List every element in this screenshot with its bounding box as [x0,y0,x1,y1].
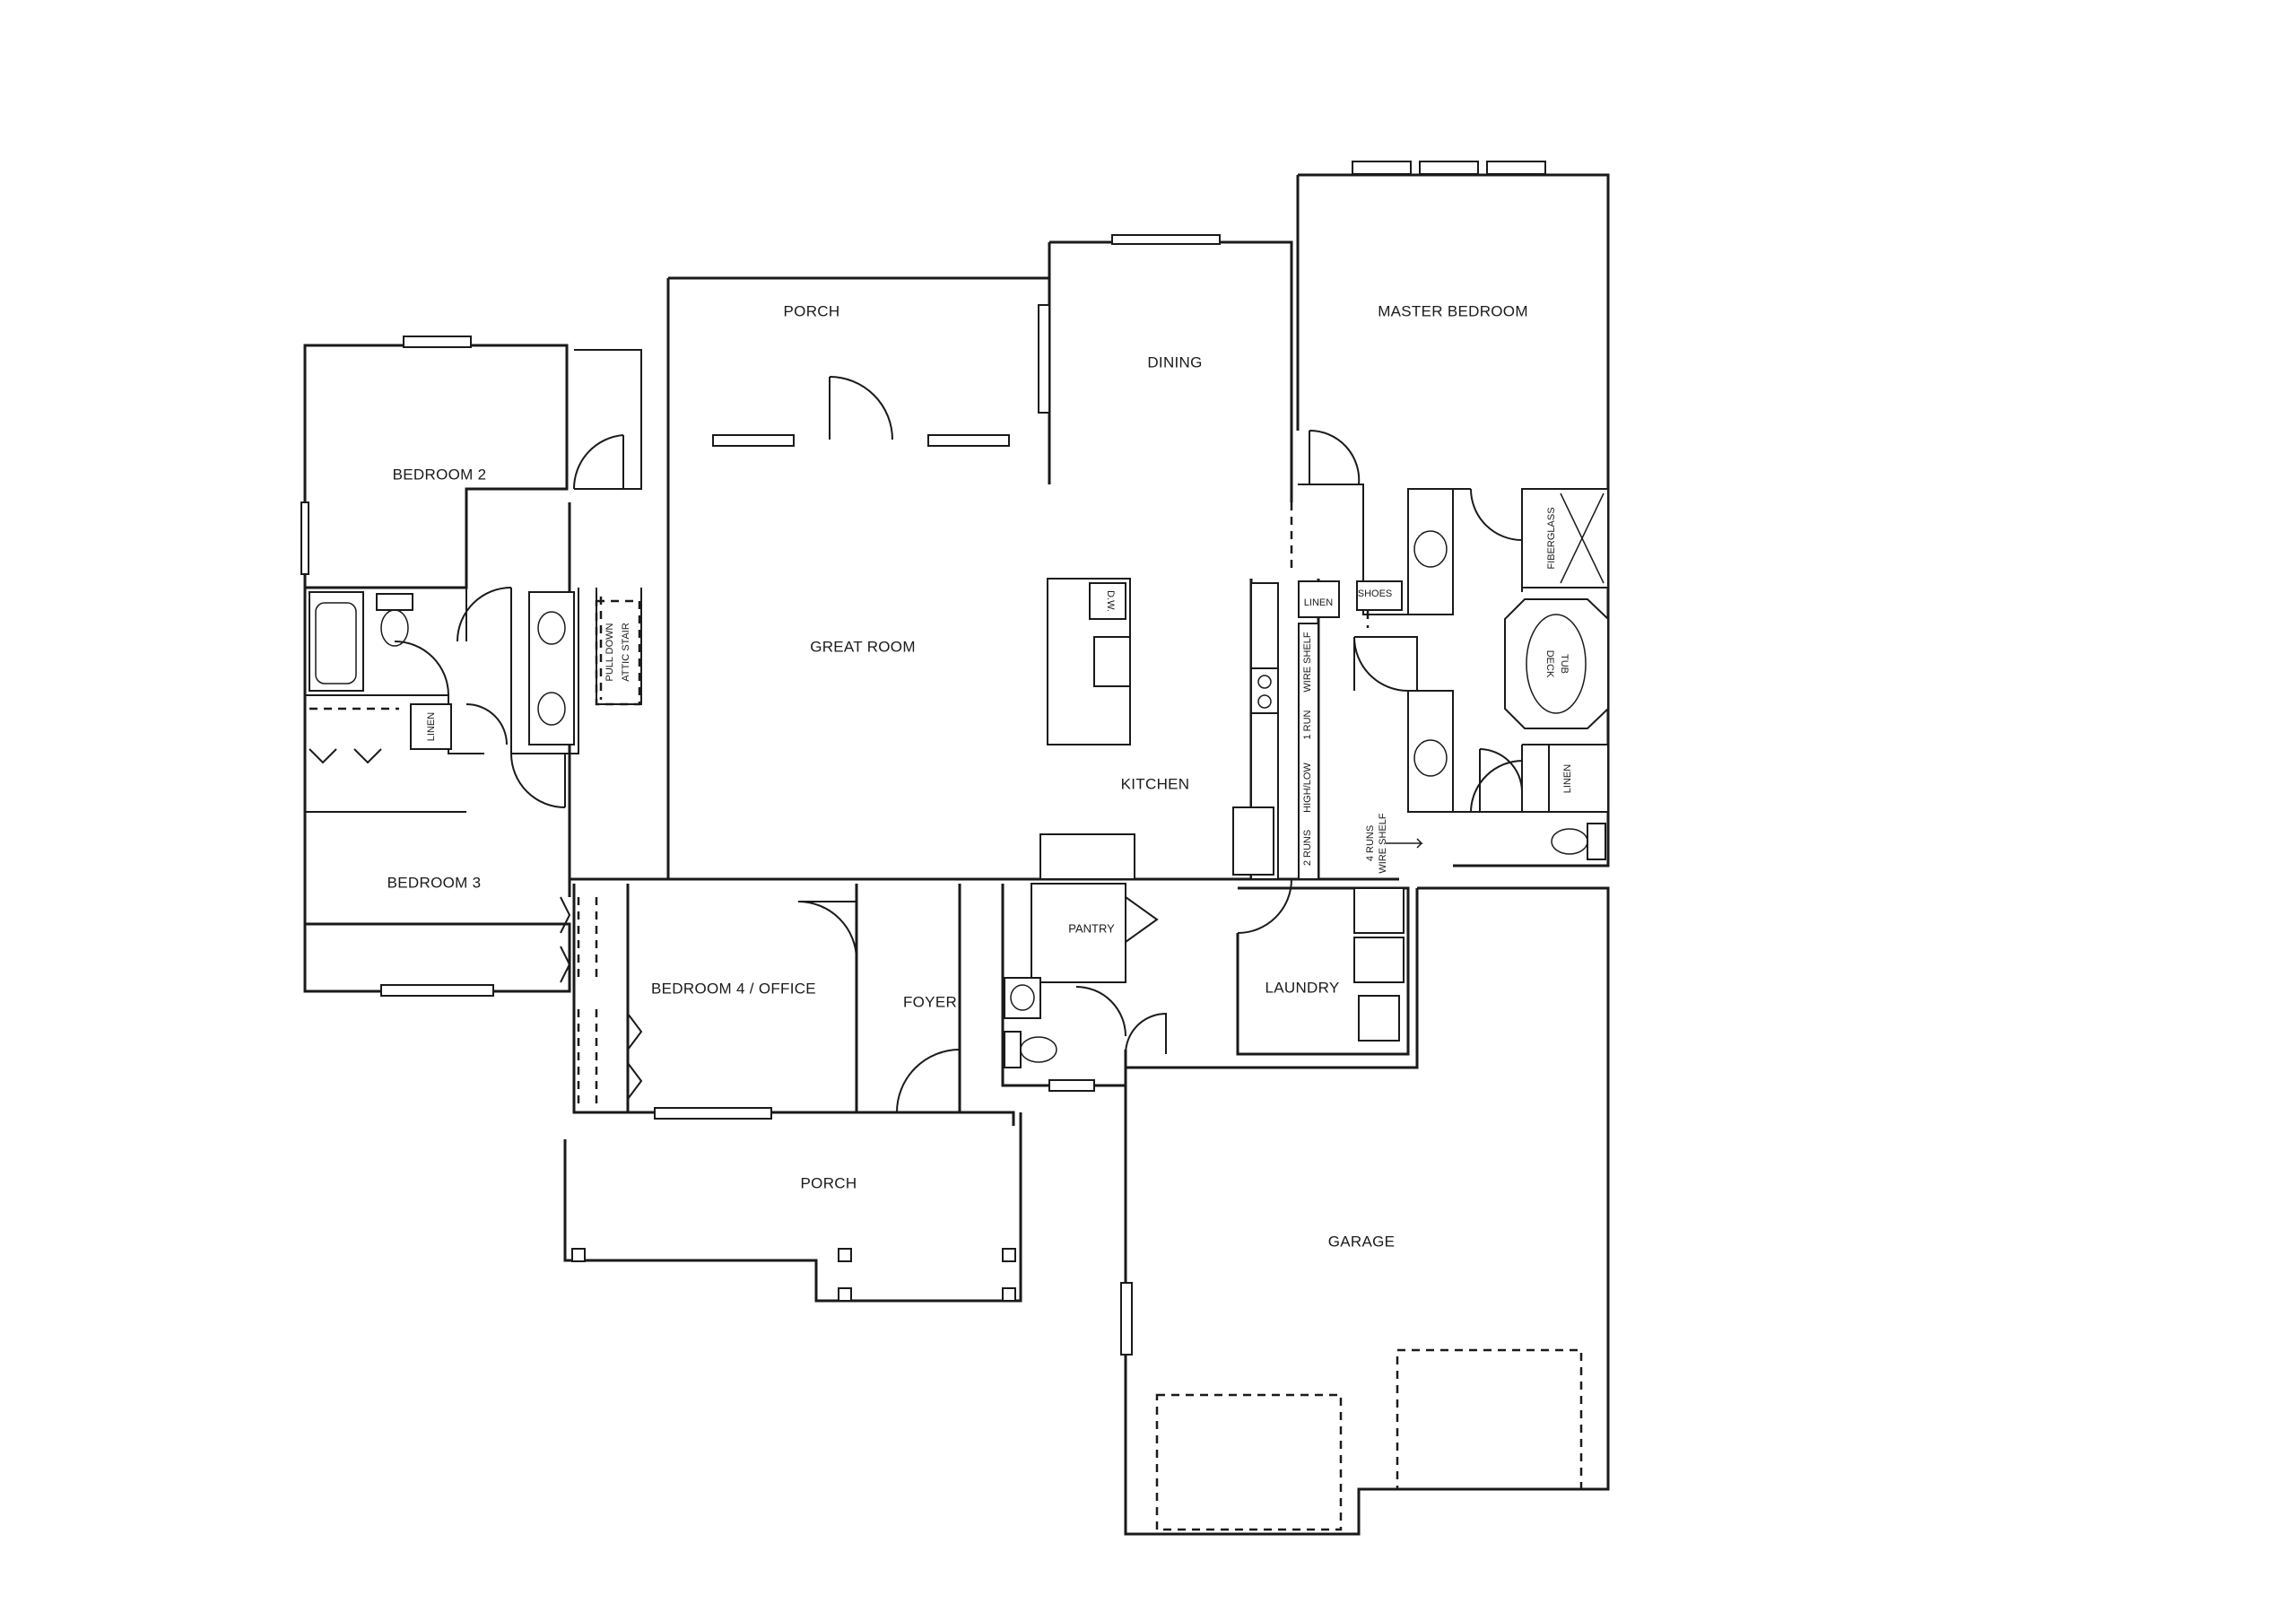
room-label-laundry: LAUNDRY [1265,979,1339,996]
room-label-garage: GARAGE [1328,1233,1396,1250]
kitchen-sink [1093,636,1131,687]
wire-shelf-4-label-line1: 4 RUNS [1365,825,1376,861]
dishwasher [1089,582,1126,620]
tub-label-line2: TUB [1559,654,1570,674]
room-label-bedroom-2: BEDROOM 2 [393,466,487,483]
exterior-walls [303,173,1610,1536]
dashed-lines [309,502,1583,1531]
wire-shelf-1-label-line2: WIRE SHELF [1302,632,1313,693]
linen-master-bath [1548,744,1609,813]
deck-tub [1504,598,1609,729]
linen-hall-label: LINEN [426,712,437,741]
room-labels: PORCH DINING MASTER BEDROOM BEDROOM 2 GR… [387,302,1528,1250]
fixture-labels: D.W. PULL DOWN ATTIC STAIR LINEN LINEN S… [426,507,1573,873]
laundry-sink [1358,995,1400,1042]
room-label-foyer: FOYER [903,993,957,1010]
room-label-pantry: PANTRY [1068,921,1115,935]
wire-shelf-2-label-line1: 2 RUNS [1302,830,1313,866]
attic-stair [595,599,641,706]
linen-master-closet-label: LINEN [1304,597,1333,608]
refrigerator [1232,806,1274,876]
doors [309,376,1524,1113]
linen-master-closet [1298,580,1340,618]
bathtub [309,591,364,692]
linen-master-bath-label: LINEN [1562,764,1573,793]
washer [1353,887,1405,934]
dryer [1353,937,1405,983]
room-label-front-porch: PORCH [801,1174,857,1191]
attic-label-line2: ATTIC STAIR [621,623,631,682]
room-label-great-room: GREAT ROOM [810,638,916,655]
room-label-rear-porch: PORCH [784,302,840,319]
room-label-kitchen: KITCHEN [1121,775,1190,792]
linen-hall [410,703,452,750]
windows [300,161,1546,1356]
dishwasher-label: D.W. [1105,590,1116,612]
shoes-label: SHOES [1358,588,1393,599]
tub-label-line1: DECK [1544,650,1555,678]
room-label-dining: DINING [1147,353,1202,370]
wire-shelf-1-label-line1: 1 RUN [1302,710,1313,739]
wire-shelf-2-label-line2: HIGH/LOW [1302,763,1313,813]
shoes-shelf [1356,580,1403,611]
shower-label: FIBERGLASS [1546,507,1557,569]
pantry-shelf [1031,883,1126,983]
room-label-bedroom-4: BEDROOM 4 / OFFICE [651,980,816,997]
shower [1521,488,1609,588]
attic-label-line1: PULL DOWN [604,623,615,681]
room-label-master-bedroom: MASTER BEDROOM [1378,302,1528,319]
fixtures [309,488,1609,1302]
wire-shelf-4-label-line2: WIRE SHELF [1378,813,1388,874]
room-label-bedroom-3: BEDROOM 3 [387,874,482,891]
